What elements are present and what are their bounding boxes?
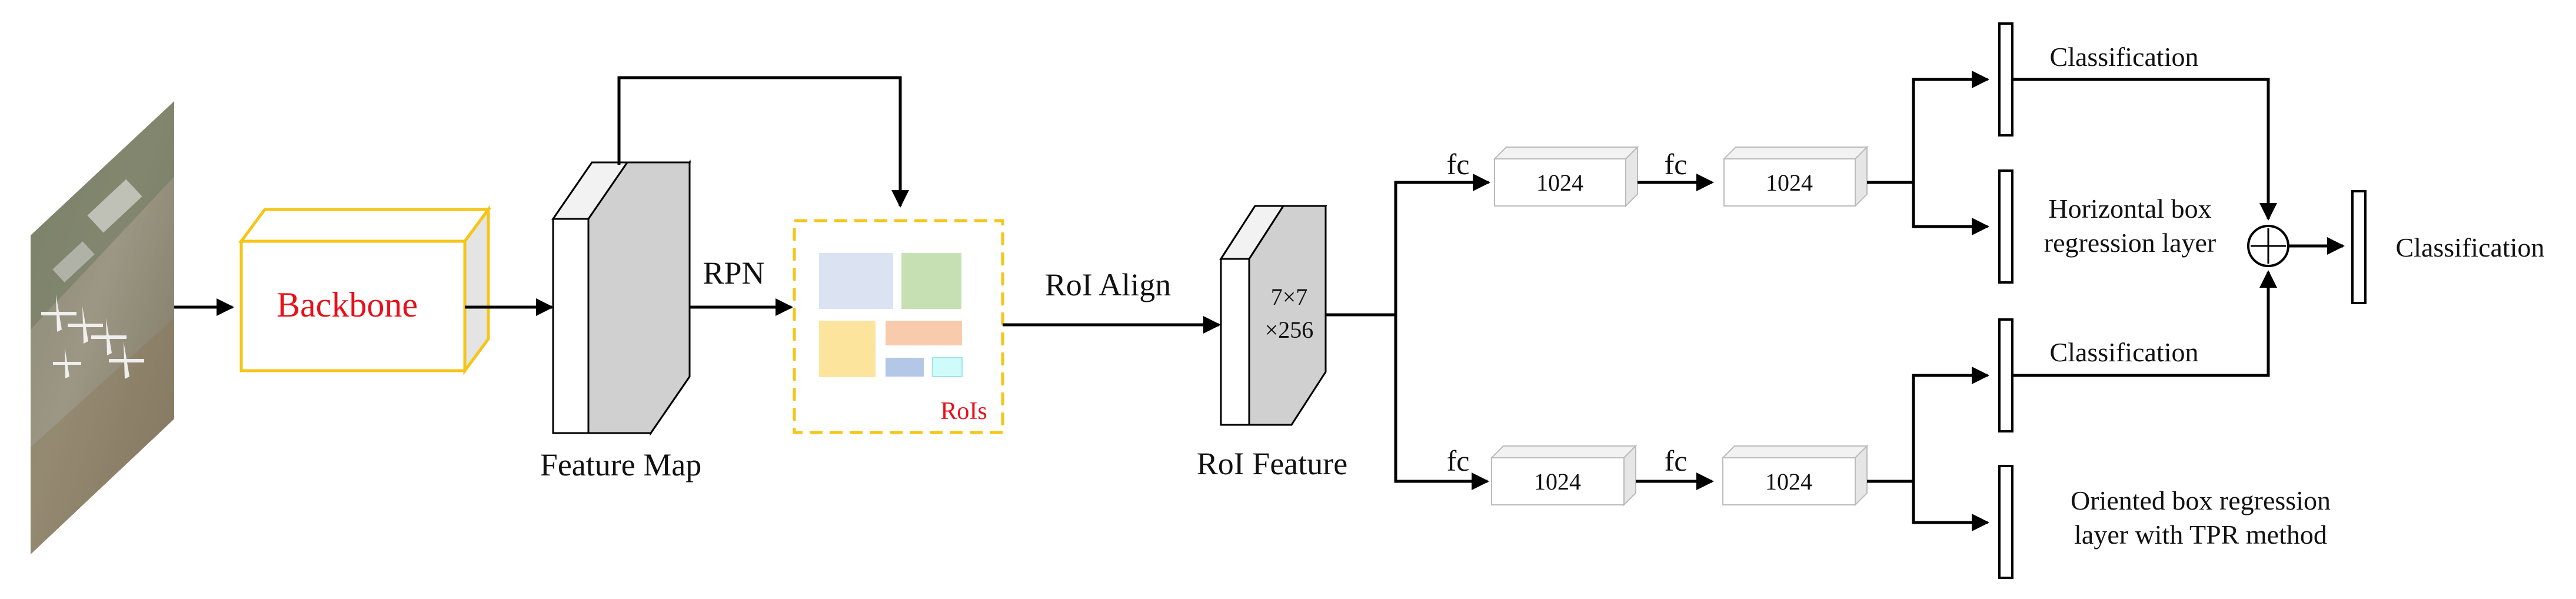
rpn-label: RPN: [703, 255, 764, 291]
fc-size-top-2: 1024: [1766, 169, 1813, 196]
roi-feature-dims-line2: ×256: [1265, 317, 1314, 343]
fc-label-bottom-2: fc: [1665, 444, 1688, 477]
horizontal-regression-label-line2: regression layer: [2044, 228, 2216, 258]
horizontal-regression-label-line1: Horizontal box: [2048, 194, 2211, 224]
roi-box: [886, 358, 924, 377]
roi-feature-block: 7×7 ×256: [1219, 205, 1327, 426]
rois-panel: RoIs: [793, 219, 1004, 434]
arrow-top-class-to-combine: [2012, 78, 2277, 221]
arrow-bottom-class-to-combine: [2012, 270, 2277, 377]
fc-size-top-1: 1024: [1536, 169, 1583, 196]
feature-map-label: Feature Map: [540, 447, 701, 482]
roi-box: [819, 321, 876, 377]
backbone-block: Backbone: [238, 205, 491, 375]
rois-label: RoIs: [940, 398, 987, 425]
roi-feature-label: RoI Feature: [1197, 446, 1347, 481]
fc-box-top-2: 1024: [1722, 145, 1869, 208]
fc-box-bottom-2: 1024: [1721, 444, 1869, 507]
roi-align-label: RoI Align: [1045, 267, 1171, 302]
arrow-to-bottom-fc1: [1394, 315, 1489, 490]
roi-box: [819, 253, 893, 309]
plus-circle-icon: [2247, 225, 2289, 267]
bottom-classification-layer: [1998, 318, 2013, 432]
top-classification-layer: [1998, 22, 2013, 137]
arrow-to-top-classification: [1867, 71, 1989, 184]
fc-label-bottom-1: fc: [1447, 444, 1470, 477]
top-classification-label: Classification: [2050, 42, 2199, 72]
oriented-regression-layer: [1998, 465, 2013, 579]
final-classification-layer: [2351, 190, 2367, 304]
backbone-label: Backbone: [277, 285, 418, 324]
aerial-image: [31, 101, 174, 554]
roi-box: [932, 357, 963, 377]
horizontal-regression-layer: [1998, 169, 2013, 284]
arrow-feature-map-to-rois: [617, 76, 909, 208]
roi-feature-dims-line1: 7×7: [1271, 284, 1308, 310]
bottom-classification-label: Classification: [2050, 337, 2199, 367]
roi-box: [886, 321, 962, 345]
roi-box: [901, 253, 961, 309]
oriented-regression-label-line2: layer with TPR method: [2074, 520, 2327, 550]
fc-box-top-1: 1024: [1493, 145, 1639, 208]
feature-map-block: [551, 159, 691, 436]
arrow-to-bottom-classification: [1867, 367, 1989, 483]
fc-label-top-1: fc: [1447, 148, 1470, 181]
fc-box-bottom-1: 1024: [1490, 444, 1638, 507]
fc-size-bottom-1: 1024: [1534, 468, 1581, 495]
fc-label-top-2: fc: [1665, 148, 1688, 181]
oriented-regression-label-line1: Oriented box regression: [2071, 485, 2331, 515]
arrow-to-horizontal-regression: [1912, 182, 1989, 235]
final-classification-label: Classification: [2396, 232, 2545, 262]
arrow-to-oriented-regression: [1912, 481, 1989, 531]
fc-size-bottom-2: 1024: [1765, 468, 1812, 495]
arrow-to-top-fc1: [1326, 174, 1490, 317]
